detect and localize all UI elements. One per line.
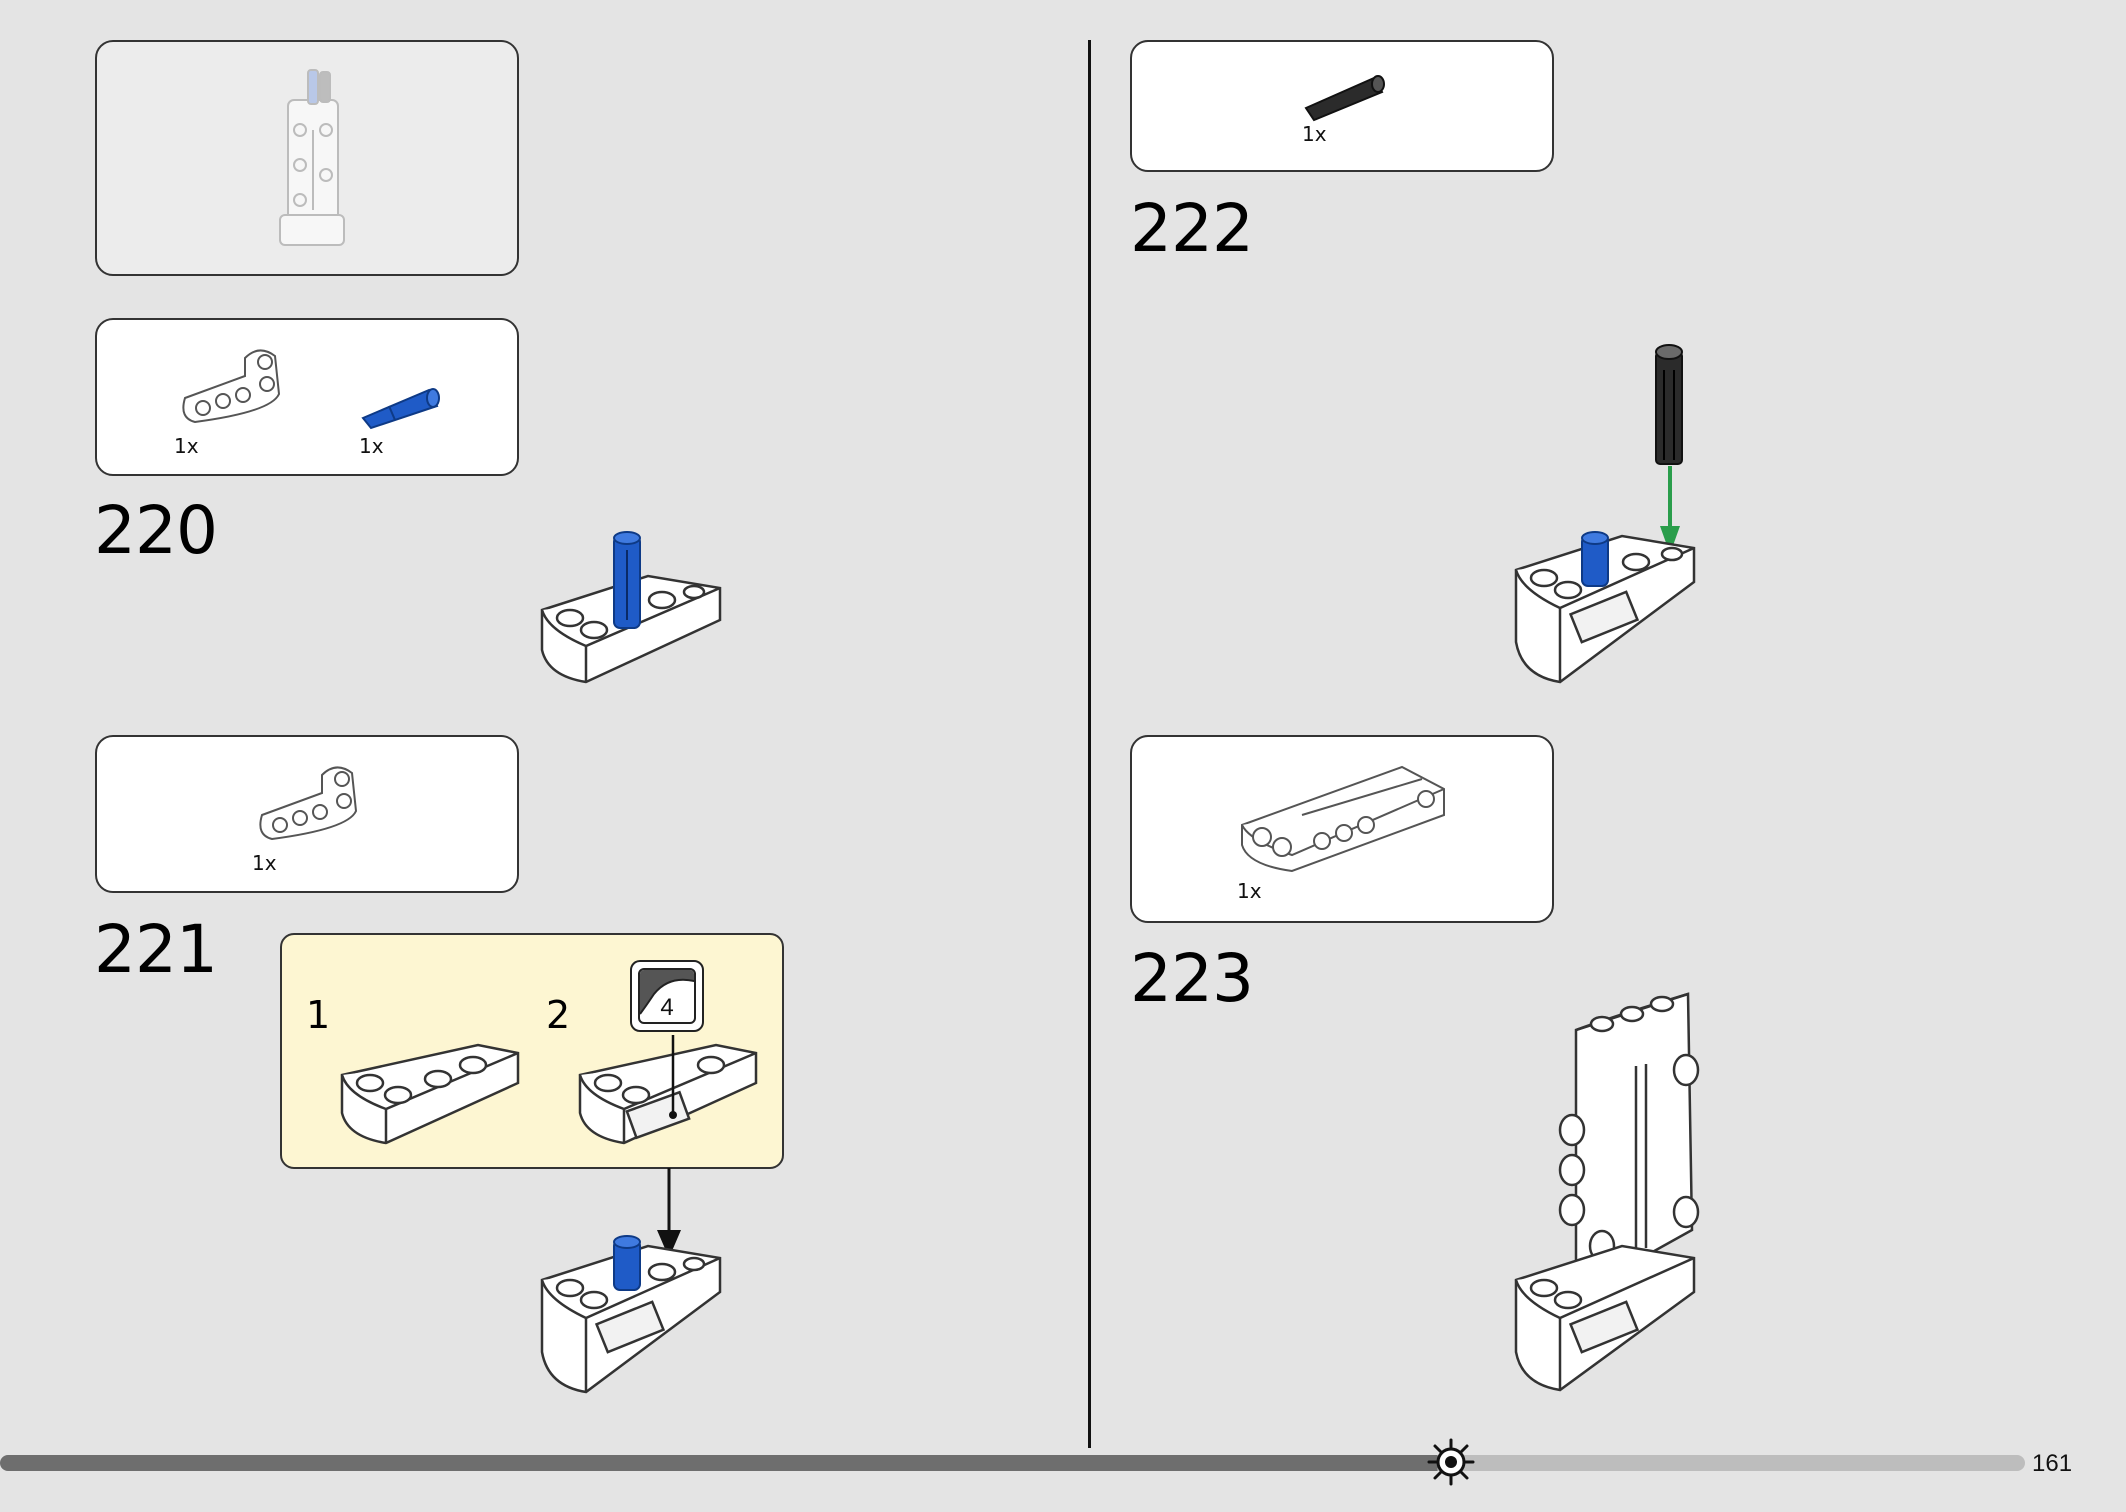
context-model-box <box>95 40 519 276</box>
substep-1-beam <box>340 1043 520 1145</box>
step-222-parts-box: 1x <box>1130 40 1554 172</box>
sticker-leader-line <box>669 1035 677 1119</box>
blue-axle-pin-icon <box>361 388 440 430</box>
sticker-icon <box>640 970 694 1015</box>
page-number: 161 <box>2032 1450 2073 1477</box>
white-l-beam-icon <box>259 766 358 841</box>
white-panel-icon <box>1241 765 1445 873</box>
substep-2-number: 2 <box>546 993 571 1037</box>
gear-icon <box>1427 1438 1475 1486</box>
step-220-part-2-quantity: 1x <box>359 434 384 458</box>
step-221-result-model <box>540 1235 722 1394</box>
step-221-parts-box: 1x <box>95 735 519 893</box>
step-221-number: 221 <box>94 911 218 988</box>
black-axle-icon <box>1304 75 1385 122</box>
step-222-result-model <box>1514 531 1696 684</box>
step-223-result-model <box>1514 992 1700 1392</box>
step-223-part-1-quantity: 1x <box>1237 879 1262 903</box>
context-model-frame <box>105 50 509 266</box>
green-insert-arrow <box>1660 466 1680 554</box>
subassembly-panel: 1 2 <box>280 933 784 1169</box>
step-220-result-model <box>540 531 722 684</box>
black-axle-insert <box>1655 344 1683 465</box>
step-223-number: 223 <box>1130 940 1254 1017</box>
step-223-parts-box: 1x <box>1130 735 1554 923</box>
white-l-beam-icon <box>182 349 281 424</box>
step-220-parts-box: 1x 1x <box>95 318 519 476</box>
subassembly-arrow <box>657 1168 681 1258</box>
step-220-number: 220 <box>94 492 218 569</box>
substep-2-beam-with-sticker <box>578 1043 758 1145</box>
step-222-part-1-quantity: 1x <box>1302 122 1327 146</box>
sticker-callout: 4 <box>630 960 704 1032</box>
page-column-divider <box>1088 40 1091 1448</box>
step-221-part-1-quantity: 1x <box>252 851 277 875</box>
progress-bar <box>0 1455 2025 1471</box>
sticker-frame <box>638 968 696 1024</box>
sticker-number: 4 <box>660 994 674 1021</box>
ghost-model-icon <box>279 69 345 246</box>
step-220-part-1-quantity: 1x <box>174 434 199 458</box>
step-222-number: 222 <box>1130 190 1254 267</box>
substep-1-number: 1 <box>306 993 331 1037</box>
